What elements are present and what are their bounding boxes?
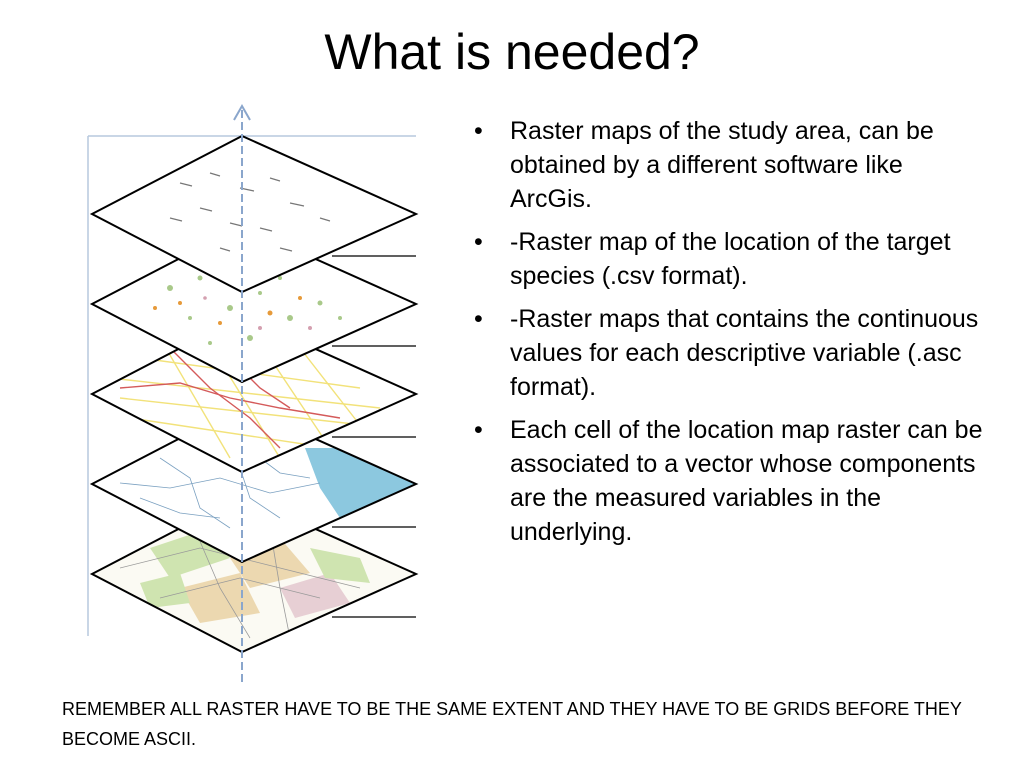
bullet-item: • -Raster maps that contains the continu… bbox=[470, 302, 990, 404]
slide-title: What is needed? bbox=[324, 24, 700, 80]
bullet-icon: • bbox=[474, 416, 483, 444]
bullet-text: -Raster maps that contains the continuou… bbox=[510, 305, 979, 401]
layer-labels bbox=[89, 134, 419, 294]
layer-road-network bbox=[89, 314, 419, 474]
bullet-text: Raster maps of the study area, can be ob… bbox=[510, 117, 934, 213]
figure-frame bbox=[87, 135, 416, 636]
bullet-icon: • bbox=[474, 228, 483, 256]
gis-layer-stack-illustration bbox=[87, 103, 419, 684]
footnote-reminder: REMEMBER ALL RASTER HAVE TO BE THE SAME … bbox=[62, 699, 962, 749]
bullet-list: • Raster maps of the study area, can be … bbox=[470, 114, 990, 558]
bullet-icon: • bbox=[474, 117, 483, 145]
vertical-axis-arrow bbox=[233, 103, 251, 684]
bullet-text: Each cell of the location map raster can… bbox=[510, 416, 983, 546]
bullet-item: • -Raster map of the location of the tar… bbox=[470, 225, 990, 293]
layer-leader-lines bbox=[332, 255, 416, 618]
bullet-item: • Each cell of the location map raster c… bbox=[470, 413, 990, 549]
bullet-item: • Raster maps of the study area, can be … bbox=[470, 114, 990, 216]
bullet-icon: • bbox=[474, 305, 483, 333]
bullet-text: -Raster map of the location of the targe… bbox=[510, 228, 951, 290]
